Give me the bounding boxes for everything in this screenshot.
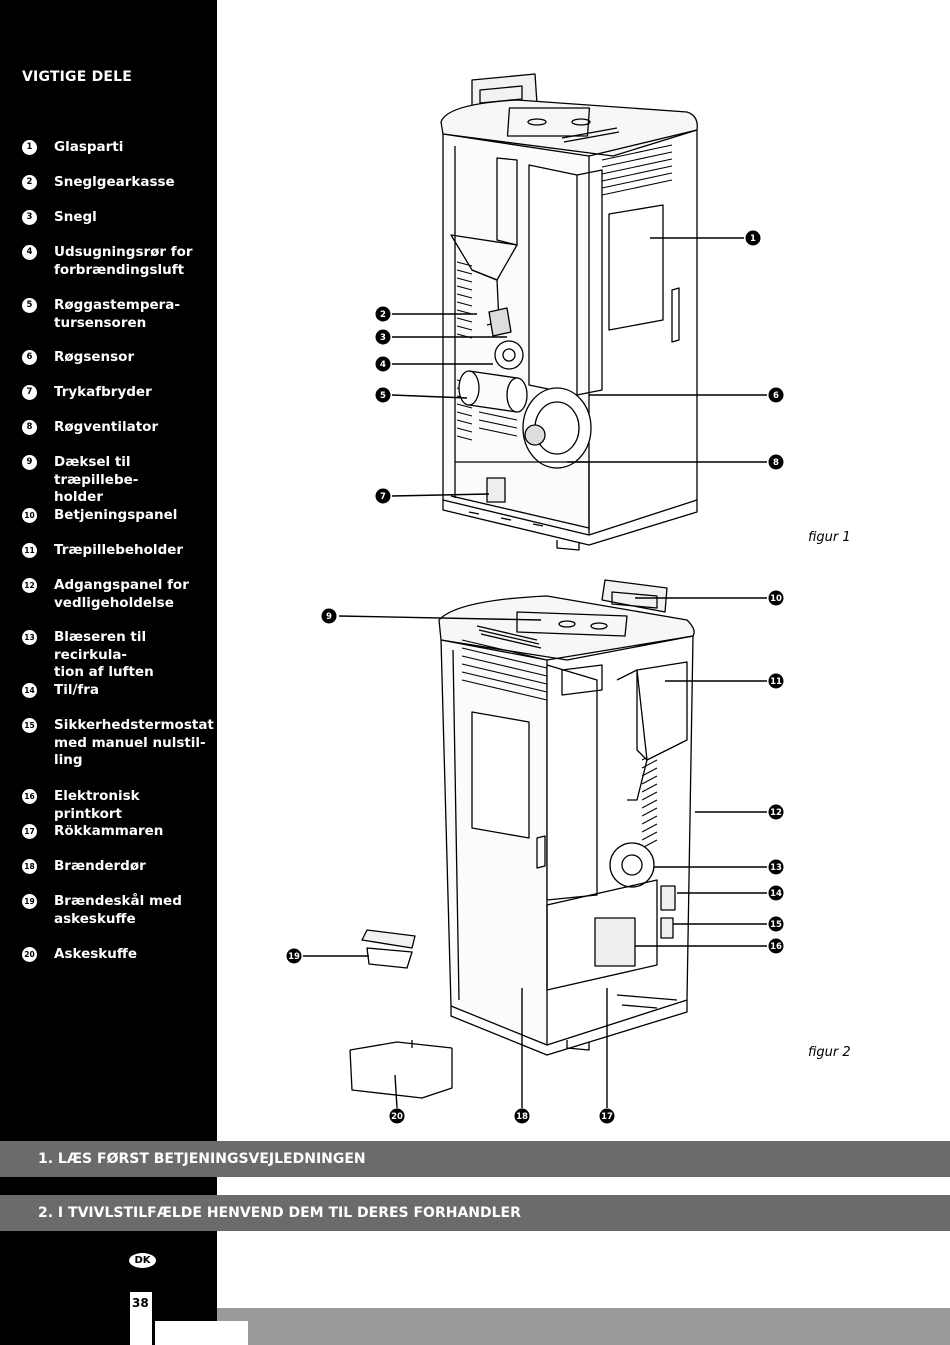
svg-text:10: 10 (770, 594, 782, 604)
callout-5: 5 (375, 387, 391, 403)
part-label: Brænderdør (54, 858, 146, 874)
callout-7: 7 (375, 488, 391, 504)
svg-text:7: 7 (380, 492, 386, 502)
callout-12: 12 (768, 804, 784, 820)
callout-2: 2 (375, 306, 391, 322)
part-label: Brændeskål med askeskuffe (54, 893, 182, 927)
sidebar-heading: VIGTIGE DELE (22, 69, 133, 85)
callout-3: 3 (375, 329, 391, 345)
callout-16: 16 (768, 938, 784, 954)
part-label: Dæksel til træpillebe- holder (54, 454, 139, 505)
svg-text:11: 11 (770, 677, 782, 687)
part-number-badge: 13 (22, 630, 37, 645)
part-number-badge: 8 (22, 420, 37, 435)
part-number-badge: 2 (22, 175, 37, 190)
svg-text:8: 8 (773, 458, 779, 468)
part-number-badge: 11 (22, 543, 37, 558)
part-label: Sikkerhedstermostat med manuel nulstil- … (54, 717, 214, 768)
part-label: Til/fra (54, 682, 100, 698)
stove-diagram: 1 2 3 4 5 6 7 8 9 10 11 12 13 14 15 16 1… (286, 73, 784, 1124)
part-number-badge: 10 (22, 508, 37, 523)
figure-2-caption: figur 2 (808, 1045, 851, 1060)
part-label: Betjeningspanel (54, 507, 178, 523)
part-label: Sneglgearkasse (54, 174, 175, 190)
part-label: Blæseren til recirkula- tion af luften (54, 629, 154, 680)
callout-10: 10 (768, 590, 784, 606)
callout-1: 1 (745, 230, 761, 246)
callout-6: 6 (768, 387, 784, 403)
footer-bar (217, 1308, 950, 1345)
callouts: 1 2 3 4 5 6 7 8 9 10 11 12 13 14 15 16 1… (286, 230, 784, 1124)
svg-text:4: 4 (380, 360, 386, 370)
part-label: Rökkammaren (54, 823, 164, 839)
callout-19: 19 (286, 948, 302, 964)
part-number-badge: 15 (22, 718, 37, 733)
part-label: Glasparti (54, 139, 124, 155)
part-label: Røggastempera- tursensoren (54, 297, 181, 331)
svg-text:17: 17 (601, 1112, 613, 1122)
figure-2-stove (349, 579, 695, 1099)
svg-text:3: 3 (380, 333, 386, 343)
part-label: Elektronisk printkort (54, 788, 140, 822)
svg-text:1: 1 (750, 234, 756, 244)
part-number-badge: 7 (22, 385, 37, 400)
svg-text:12: 12 (770, 808, 782, 818)
svg-text:16: 16 (770, 942, 782, 952)
part-label: Træpillebeholder (54, 542, 184, 558)
part-number-badge: 5 (22, 298, 37, 313)
callout-9: 9 (321, 608, 337, 624)
figure-1-stove (440, 73, 698, 551)
part-number-badge: 3 (22, 210, 37, 225)
page-number: 38 (132, 1296, 149, 1310)
figure-1-caption: figur 1 (808, 530, 851, 545)
callout-11: 11 (768, 673, 784, 689)
footer-tab (155, 1321, 248, 1345)
part-number-badge: 20 (22, 947, 37, 962)
part-number-badge: 6 (22, 350, 37, 365)
part-label: Adgangspanel for vedligeholdelse (54, 577, 189, 611)
part-label: Trykafbryder (54, 384, 152, 400)
part-number-badge: 1 (22, 140, 37, 155)
svg-text:15: 15 (770, 920, 782, 930)
svg-text:19: 19 (288, 952, 300, 962)
svg-text:2: 2 (380, 310, 386, 320)
instruction-band-2: 2. I TVIVLSTILFÆLDE HENVEND DEM TIL DERE… (0, 1195, 950, 1231)
svg-text:9: 9 (326, 612, 332, 622)
part-label: Askeskuffe (54, 946, 137, 962)
page-number-box (130, 1292, 152, 1345)
callout-14: 14 (768, 885, 784, 901)
callout-4: 4 (375, 356, 391, 372)
part-label: Snegl (54, 209, 97, 225)
svg-text:5: 5 (380, 391, 386, 401)
callout-18: 18 (514, 1108, 530, 1124)
part-number-badge: 12 (22, 578, 37, 593)
part-number-badge: 9 (22, 455, 37, 470)
svg-text:14: 14 (770, 889, 782, 899)
country-badge: DK (129, 1253, 156, 1268)
part-label: Udsugningsrør for forbrændingsluft (54, 244, 193, 278)
part-number-badge: 14 (22, 683, 37, 698)
part-number-badge: 16 (22, 789, 37, 804)
part-number-badge: 18 (22, 859, 37, 874)
part-number-badge: 17 (22, 824, 37, 839)
part-label: Røgsensor (54, 349, 135, 365)
instruction-band-1: 1. LÆS FØRST BETJENINGSVEJLEDNINGEN (0, 1141, 950, 1177)
part-number-badge: 4 (22, 245, 37, 260)
part-number-badge: 19 (22, 894, 37, 909)
callout-20: 20 (389, 1108, 405, 1124)
svg-text:18: 18 (516, 1112, 528, 1122)
leader-lines (303, 237, 767, 1109)
callout-13: 13 (768, 859, 784, 875)
callout-8: 8 (768, 454, 784, 470)
callout-17: 17 (599, 1108, 615, 1124)
svg-text:13: 13 (770, 863, 782, 873)
svg-text:6: 6 (773, 391, 779, 401)
part-label: Røgventilator (54, 419, 159, 435)
svg-text:20: 20 (391, 1112, 403, 1122)
callout-15: 15 (768, 916, 784, 932)
